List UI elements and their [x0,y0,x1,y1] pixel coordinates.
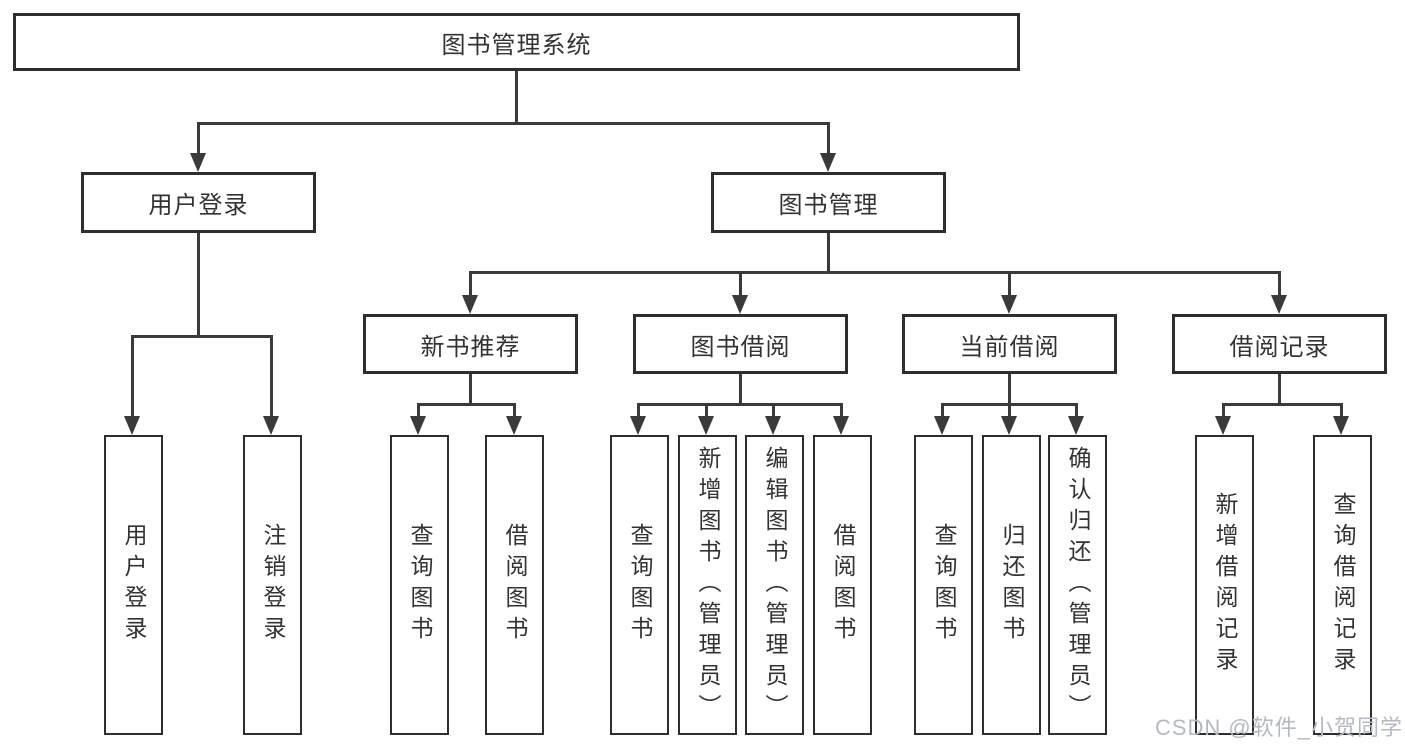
arrowhead-query-books-3 [934,416,950,435]
connector-stub-add-books-admin [705,403,708,420]
node-book-borrow-label: 图书借阅 [690,333,791,361]
arrowhead-book-borrow [732,295,748,314]
leaf-add-books-admin: 新增图书（管理员） [678,435,737,735]
node-book-management: 图书管理 [711,172,946,233]
leaf-query-books-2-label: 查询图书 [627,523,653,647]
leaf-return-books-label: 归还图书 [999,523,1025,647]
node-user-login: 用户登录 [81,172,316,233]
arrowhead-borrow-records [1271,295,1287,314]
arrowhead-new-book-recommend [462,295,478,314]
arrowhead-query-borrow-record [1333,416,1349,435]
connector-book-management-rail [469,271,1281,274]
arrowhead-add-books-admin [698,416,714,435]
connector-new-book-stem [469,374,472,406]
arrowhead-current-borrow [1001,295,1017,314]
leaf-user-login: 用户登录 [104,435,163,735]
connector-stub-borrow-records [1278,271,1281,299]
node-new-book-recommend-label: 新书推荐 [420,333,521,361]
leaf-add-borrow-record: 新增借阅记录 [1195,435,1254,735]
connector-new-book-rail [417,403,515,406]
leaf-add-books-admin-label: 新增图书（管理员） [695,445,721,725]
arrowhead-user-login [190,153,206,172]
leaf-query-borrow-record-label: 查询借阅记录 [1330,492,1356,678]
arrowhead-book-management [820,153,836,172]
connector-stub-leaf-user-login [131,335,134,420]
connector-root-stem [515,71,518,122]
connector-stub-borrow-books-1 [513,403,516,420]
leaf-query-books-1-label: 查询图书 [407,523,433,647]
node-book-management-label: 图书管理 [778,192,879,219]
connector-stub-book-management [827,122,830,158]
node-book-borrow: 图书借阅 [633,314,848,374]
connector-book-borrow-stem [739,374,742,406]
connector-stub-return-books [1008,403,1011,420]
arrowhead-edit-books-admin [765,416,781,435]
connector-stub-edit-books-admin [772,403,775,420]
node-root: 图书管理系统 [13,13,1020,71]
leaf-borrow-books-1-label: 借阅图书 [502,523,528,647]
node-borrow-records-label: 借阅记录 [1229,333,1330,361]
connector-stub-user-login [197,122,200,158]
node-root-label: 图书管理系统 [441,31,592,59]
connector-stub-current-borrow [1008,271,1011,299]
arrowhead-borrow-books-2 [833,416,849,435]
leaf-borrow-books-2: 借阅图书 [813,435,872,735]
arrowhead-leaf-user-login [124,416,140,435]
connector-stub-query-books-3 [941,403,944,420]
connector-stub-leaf-logout [270,335,273,420]
node-current-borrow: 当前借阅 [902,314,1117,374]
arrowhead-confirm-return [1068,416,1084,435]
arrowhead-query-books-1 [410,416,426,435]
connector-stub-new-book-recommend [469,271,472,299]
leaf-query-books-1: 查询图书 [390,435,449,735]
arrowhead-leaf-logout [263,416,279,435]
leaf-add-borrow-record-label: 新增借阅记录 [1212,492,1238,678]
connector-stub-query-books-2 [637,403,640,420]
connector-stub-borrow-books-2 [840,403,843,420]
leaf-edit-books-admin-label: 编辑图书（管理员） [762,445,788,725]
leaf-return-books: 归还图书 [982,435,1041,735]
arrowhead-borrow-books-1 [506,416,522,435]
leaf-edit-books-admin: 编辑图书（管理员） [745,435,804,735]
connector-book-borrow-rail [637,403,843,406]
connector-borrow-records-stem [1278,374,1281,406]
connector-stub-book-borrow [739,271,742,299]
connector-current-borrow-stem [1008,374,1011,406]
node-borrow-records: 借阅记录 [1172,314,1387,374]
arrowhead-add-borrow-record [1215,416,1231,435]
leaf-query-borrow-record: 查询借阅记录 [1313,435,1372,735]
connector-user-login-rail [131,335,273,338]
leaf-query-books-3-label: 查询图书 [931,523,957,647]
leaf-user-login-label: 用户登录 [121,523,147,647]
connector-borrow-records-rail [1222,403,1343,406]
leaf-query-books-3: 查询图书 [914,435,973,735]
connector-stub-query-books-1 [417,403,420,420]
connector-book-management-stem [827,233,830,271]
connector-user-login-stem [197,233,200,335]
node-user-login-label: 用户登录 [148,192,249,219]
connector-stub-query-borrow-record [1340,403,1343,420]
leaf-borrow-books-2-label: 借阅图书 [830,523,856,647]
node-current-borrow-label: 当前借阅 [959,333,1060,361]
leaf-query-books-2: 查询图书 [610,435,669,735]
leaf-confirm-return-admin-label: 确认归还（管理员） [1065,445,1091,725]
node-new-book-recommend: 新书推荐 [363,314,578,374]
leaf-confirm-return-admin: 确认归还（管理员） [1048,435,1107,735]
csdn-watermark: CSDN @软件_小贺同学 [1154,715,1403,740]
connector-root-rail [197,122,830,125]
connector-stub-confirm-return [1075,403,1078,420]
leaf-logout-label: 注销登录 [260,523,286,647]
arrowhead-query-books-2 [630,416,646,435]
leaf-logout: 注销登录 [243,435,302,735]
connector-stub-add-borrow-record [1222,403,1225,420]
leaf-borrow-books-1: 借阅图书 [485,435,544,735]
arrowhead-return-books [1001,416,1017,435]
